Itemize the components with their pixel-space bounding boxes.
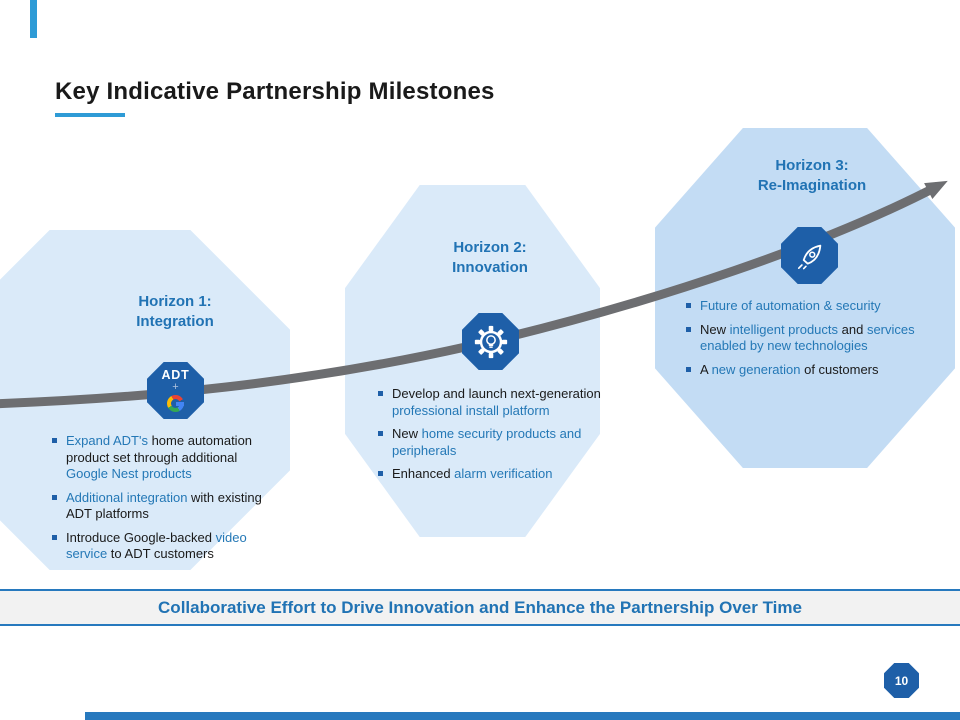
title-underline [55,113,125,117]
bullet-square-icon [686,366,691,372]
bullet-item: Develop and launch next-generation profe… [378,386,603,419]
adt-google-partnership-icon: ADT + [147,362,204,419]
bullet-text: Expand ADT's home automation product set… [66,433,253,481]
horizon3-title-line2: Re-Imagination [757,177,867,195]
plus-sign: + [172,381,179,394]
bullet-square-icon [52,534,57,540]
bullet-text: Develop and launch next-generation profe… [392,386,601,418]
bullet-item: Additional integration with existing ADT… [52,490,270,523]
banner-text: Collaborative Effort to Drive Innovation… [158,597,802,617]
gear-lightbulb-icon [474,325,507,358]
adt-logo-text: ADT [161,367,190,382]
google-g-icon [167,395,184,413]
horizon1-bullets: Expand ADT's home automation product set… [52,433,270,570]
bullet-item: Future of automation & security [686,298,948,315]
bullet-item: A new generation of customers [686,362,948,379]
horizon2-bullets: Develop and launch next-generation profe… [378,386,603,490]
bullet-square-icon [378,391,383,396]
bullet-square-icon [52,438,57,443]
bullet-item: New home security products and periphera… [378,426,603,459]
bullet-text: A new generation of customers [700,361,879,377]
horizon1-title-line1: Horizon 1: [138,293,212,310]
horizon2-title: Horizon 2: Innovation [410,238,570,279]
bullet-text: New home security products and periphera… [392,426,582,458]
top-left-accent-bar [30,0,37,38]
bullet-square-icon [378,471,383,476]
bullet-square-icon [52,494,57,500]
horizon2-title-line2: Innovation [452,259,528,277]
bullet-item: New intelligent products and services en… [686,322,948,355]
bullet-text: New intelligent products and services en… [700,321,915,354]
bullet-square-icon [686,326,691,332]
footer-accent-bar [85,712,960,720]
bottom-banner: Collaborative Effort to Drive Innovation… [0,589,960,626]
bullet-item: Enhanced alarm verification [378,466,603,483]
bullet-item: Expand ADT's home automation product set… [52,433,270,483]
bullet-text: Enhanced alarm verification [392,466,553,481]
horizon1-title-line2: Integration [136,313,214,331]
innovation-octagon [462,313,519,370]
bullet-text: Additional integration with existing ADT… [66,489,262,522]
bullet-text: Introduce Google-backed video service to… [66,529,247,562]
reimagination-octagon [781,227,838,284]
bullet-item: Introduce Google-backed video service to… [52,530,270,563]
horizon1-title: Horizon 1: Integration [95,292,255,333]
rocket-icon [797,244,821,269]
horizon3-title-line1: Horizon 3: [775,157,849,174]
bullet-square-icon [686,303,691,308]
bullet-square-icon [378,431,383,436]
horizon3-title: Horizon 3: Re-Imagination [722,156,902,197]
bullet-text: Future of automation & security [700,298,881,313]
page-number: 10 [894,673,909,688]
page-title: Key Indicative Partnership Milestones [55,78,495,105]
page-number-badge: 10 [884,663,919,698]
horizon2-title-line1: Horizon 2: [453,239,527,256]
